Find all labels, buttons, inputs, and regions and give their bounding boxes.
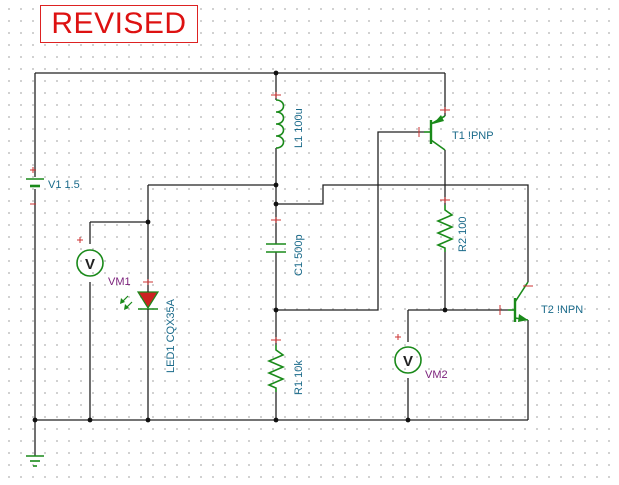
battery-v1[interactable]: V1 1.5 — [26, 167, 80, 205]
junction-dot — [273, 70, 279, 76]
junction-dot — [145, 417, 151, 423]
transistor-t1-pnp[interactable]: T1 !PNP — [418, 107, 494, 151]
pin-mark — [143, 279, 153, 285]
revised-stamp: REVISED — [40, 5, 198, 43]
t2-label: T2 !NPN — [541, 304, 583, 316]
ray-arrowhead — [124, 304, 129, 310]
junction-dot — [145, 219, 151, 225]
junction-dots — [32, 70, 448, 423]
r1-label: R1 10k — [293, 360, 305, 395]
pin-mark — [271, 217, 281, 223]
led-led1[interactable]: LED1 CQX35A — [120, 279, 177, 373]
resistor-r2[interactable]: R2 100 — [435, 197, 469, 252]
junction-dot — [405, 417, 411, 423]
pin-mark — [271, 92, 281, 98]
junction-dot — [273, 201, 279, 207]
capacitor-c1[interactable]: C1 500p — [266, 217, 305, 276]
pin-mark — [271, 337, 281, 343]
emitter-arrow — [518, 314, 528, 322]
voltmeter-vm2[interactable]: V VM2 — [394, 334, 448, 381]
ray-arrowhead — [120, 298, 125, 304]
pin-mark — [440, 197, 450, 203]
vm2-symbol: V — [403, 353, 413, 370]
t1-label: T1 !PNP — [452, 130, 494, 142]
pin-mark — [77, 237, 83, 243]
led1-label: LED1 CQX35A — [165, 298, 177, 373]
resistor-r1[interactable]: R1 10k — [266, 337, 305, 395]
ground-symbol — [26, 455, 44, 467]
junction-dot — [273, 307, 279, 313]
junction-dot — [273, 417, 279, 423]
voltmeter-vm1[interactable]: V VM1 — [76, 237, 131, 288]
transistor-t2-npn[interactable]: T2 !NPN — [499, 281, 583, 322]
pin-mark — [440, 107, 450, 113]
c1-label: C1 500p — [293, 234, 305, 276]
emitter-arrow — [433, 115, 444, 124]
junction-dot — [273, 182, 279, 188]
r2-label: R2 100 — [457, 217, 469, 252]
pin-mark — [30, 167, 36, 173]
pin-mark — [395, 334, 401, 340]
led-triangle — [136, 291, 160, 310]
v1-label: V1 1.5 — [48, 179, 80, 191]
inductor-l1[interactable]: L1 100u — [271, 92, 305, 149]
junction-dot — [442, 307, 448, 313]
junction-dot — [87, 417, 93, 423]
junction-dot — [32, 417, 38, 423]
vm1-symbol: V — [85, 256, 95, 273]
vm2-label: VM2 — [425, 369, 448, 381]
vm1-label: VM1 — [108, 276, 131, 288]
wires — [34, 72, 529, 456]
l1-label: L1 100u — [293, 108, 305, 148]
